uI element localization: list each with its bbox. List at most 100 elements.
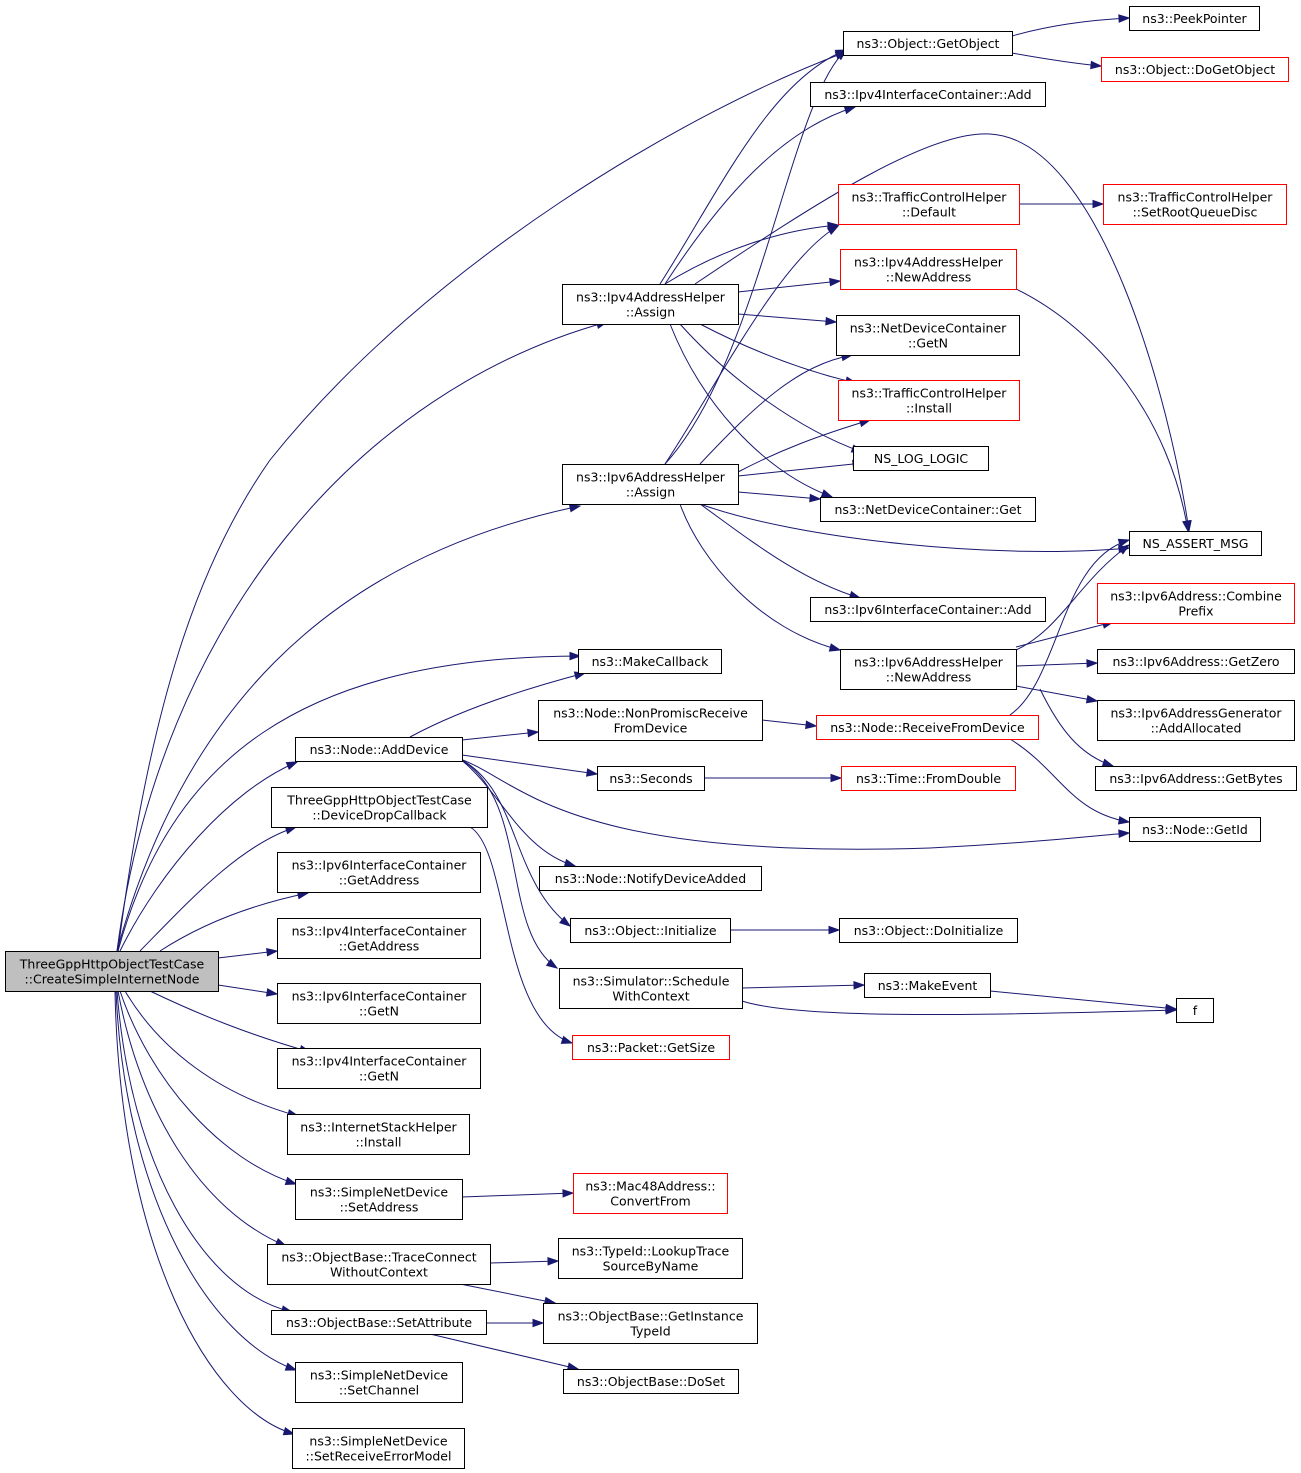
node-makecallback[interactable]: ns3::MakeCallback (578, 649, 722, 674)
node-box[interactable] (1101, 57, 1289, 82)
node-time-fromdouble[interactable]: ns3::Time::FromDouble (841, 766, 1016, 791)
node-box[interactable] (572, 1035, 730, 1060)
node-box[interactable] (810, 82, 1046, 107)
node-box[interactable] (570, 918, 731, 943)
node-box[interactable] (840, 649, 1017, 690)
node-ipv6addr-getzero[interactable]: ns3::Ipv6Address::GetZero (1097, 649, 1295, 674)
node-box[interactable] (563, 1369, 739, 1394)
node-box[interactable] (1129, 817, 1261, 842)
node-ipv6gen-addalloc[interactable]: ns3::Ipv6AddressGenerator::AddAllocated (1097, 700, 1295, 741)
node-ipv6ic-add[interactable]: ns3::Ipv6InterfaceContainer::Add (810, 597, 1046, 622)
node-devicedropcb[interactable]: ThreeGppHttpObjectTestCase::DeviceDropCa… (271, 787, 488, 828)
node-box[interactable] (277, 1048, 481, 1089)
node-box[interactable] (836, 315, 1020, 356)
node-box[interactable] (853, 446, 989, 471)
node-tch-install[interactable]: ns3::TrafficControlHelper::Install (838, 380, 1020, 421)
node-box[interactable] (295, 1362, 463, 1403)
node-box[interactable] (1097, 583, 1295, 624)
node-box[interactable] (543, 1303, 758, 1344)
node-peekpointer[interactable]: ns3::PeekPointer (1129, 6, 1260, 31)
node-ipv6ic-getn[interactable]: ns3::Ipv6InterfaceContainer::GetN (277, 983, 481, 1024)
node-box[interactable] (271, 1310, 487, 1335)
node-object-doinitialize[interactable]: ns3::Object::DoInitialize (839, 918, 1018, 943)
node-node-notifyadded[interactable]: ns3::Node::NotifyDeviceAdded (539, 866, 762, 891)
node-root[interactable]: ThreeGppHttpObjectTestCase::CreateSimple… (5, 951, 219, 992)
node-getobject[interactable]: ns3::Object::GetObject (843, 31, 1013, 56)
node-box[interactable] (295, 737, 463, 762)
node-box[interactable] (5, 951, 219, 992)
node-box[interactable] (267, 1244, 491, 1285)
node-box[interactable] (820, 497, 1036, 522)
node-box[interactable] (277, 918, 481, 959)
node-ipv6addr-getbytes[interactable]: ns3::Ipv6Address::GetBytes (1095, 766, 1297, 791)
node-tch-default[interactable]: ns3::TrafficControlHelper::Default (838, 184, 1020, 225)
node-dogetobject[interactable]: ns3::Object::DoGetObject (1101, 57, 1289, 82)
node-box[interactable] (295, 1179, 463, 1220)
node-ndc-getn[interactable]: ns3::NetDeviceContainer::GetN (836, 315, 1020, 356)
node-box[interactable] (1129, 6, 1260, 31)
node-ipv4ah-newaddr[interactable]: ns3::Ipv4AddressHelper::NewAddress (840, 249, 1017, 290)
node-box[interactable] (277, 983, 481, 1024)
node-ndc-get[interactable]: ns3::NetDeviceContainer::Get (820, 497, 1036, 522)
node-box[interactable] (539, 866, 762, 891)
node-ns-assert-msg[interactable]: NS_ASSERT_MSG (1129, 531, 1262, 556)
node-box[interactable] (1097, 700, 1295, 741)
node-box[interactable] (810, 597, 1046, 622)
node-box[interactable] (597, 766, 705, 791)
node-packet-getsize[interactable]: ns3::Packet::GetSize (572, 1035, 730, 1060)
node-node-getid[interactable]: ns3::Node::GetId (1129, 817, 1261, 842)
node-ob-doset[interactable]: ns3::ObjectBase::DoSet (563, 1369, 739, 1394)
node-box[interactable] (841, 766, 1016, 791)
node-f[interactable]: f (1176, 998, 1214, 1023)
node-box[interactable] (562, 284, 739, 325)
node-snd-setrecverr[interactable]: ns3::SimpleNetDevice::SetReceiveErrorMod… (292, 1428, 465, 1469)
node-ns-log-logic[interactable]: NS_LOG_LOGIC (853, 446, 989, 471)
node-ob-traceconnect[interactable]: ns3::ObjectBase::TraceConnectWithoutCont… (267, 1244, 491, 1285)
node-box[interactable] (840, 249, 1017, 290)
node-box[interactable] (1097, 649, 1295, 674)
node-node-adddevice[interactable]: ns3::Node::AddDevice (295, 737, 463, 762)
node-box[interactable] (1095, 766, 1297, 791)
node-ipv6ah-newaddr[interactable]: ns3::Ipv6AddressHelper::NewAddress (840, 649, 1017, 690)
node-ob-setattribute[interactable]: ns3::ObjectBase::SetAttribute (271, 1310, 487, 1335)
node-box[interactable] (277, 852, 481, 893)
node-node-recvfromdev[interactable]: ns3::Node::ReceiveFromDevice (816, 715, 1039, 740)
node-ipv4ah-assign[interactable]: ns3::Ipv4AddressHelper::Assign (562, 284, 739, 325)
node-box[interactable] (1129, 531, 1262, 556)
node-box[interactable] (271, 787, 488, 828)
node-object-initialize[interactable]: ns3::Object::Initialize (570, 918, 731, 943)
node-box[interactable] (838, 380, 1020, 421)
node-box[interactable] (864, 973, 991, 998)
node-box[interactable] (816, 715, 1039, 740)
node-box[interactable] (838, 184, 1020, 225)
node-seconds[interactable]: ns3::Seconds (597, 766, 705, 791)
node-ipv4ic-getn[interactable]: ns3::Ipv4InterfaceContainer::GetN (277, 1048, 481, 1089)
node-ish-install[interactable]: ns3::InternetStackHelper::Install (287, 1114, 470, 1155)
node-ipv4ic-getaddr[interactable]: ns3::Ipv4InterfaceContainer::GetAddress (277, 918, 481, 959)
node-box[interactable] (292, 1428, 465, 1469)
node-tch-setroot[interactable]: ns3::TrafficControlHelper::SetRootQueueD… (1103, 184, 1287, 225)
node-box[interactable] (843, 31, 1013, 56)
node-ipv6ic-getaddr[interactable]: ns3::Ipv6InterfaceContainer::GetAddress (277, 852, 481, 893)
node-box[interactable] (562, 464, 739, 505)
node-box[interactable] (538, 700, 763, 741)
node-snd-setchannel[interactable]: ns3::SimpleNetDevice::SetChannel (295, 1362, 463, 1403)
node-box[interactable] (1103, 184, 1287, 225)
node-snd-setaddress[interactable]: ns3::SimpleNetDevice::SetAddress (295, 1179, 463, 1220)
node-box[interactable] (559, 968, 743, 1009)
node-box[interactable] (839, 918, 1018, 943)
node-box[interactable] (287, 1114, 470, 1155)
node-ipv4ic-add[interactable]: ns3::Ipv4InterfaceContainer::Add (810, 82, 1046, 107)
node-makeevent[interactable]: ns3::MakeEvent (864, 973, 991, 998)
node-box[interactable] (1176, 998, 1214, 1023)
node-mac48-convertfrom[interactable]: ns3::Mac48Address::ConvertFrom (573, 1173, 728, 1214)
node-box[interactable] (573, 1173, 728, 1214)
node-ipv6ah-assign[interactable]: ns3::Ipv6AddressHelper::Assign (562, 464, 739, 505)
node-box[interactable] (578, 649, 722, 674)
node-box[interactable] (558, 1238, 743, 1279)
